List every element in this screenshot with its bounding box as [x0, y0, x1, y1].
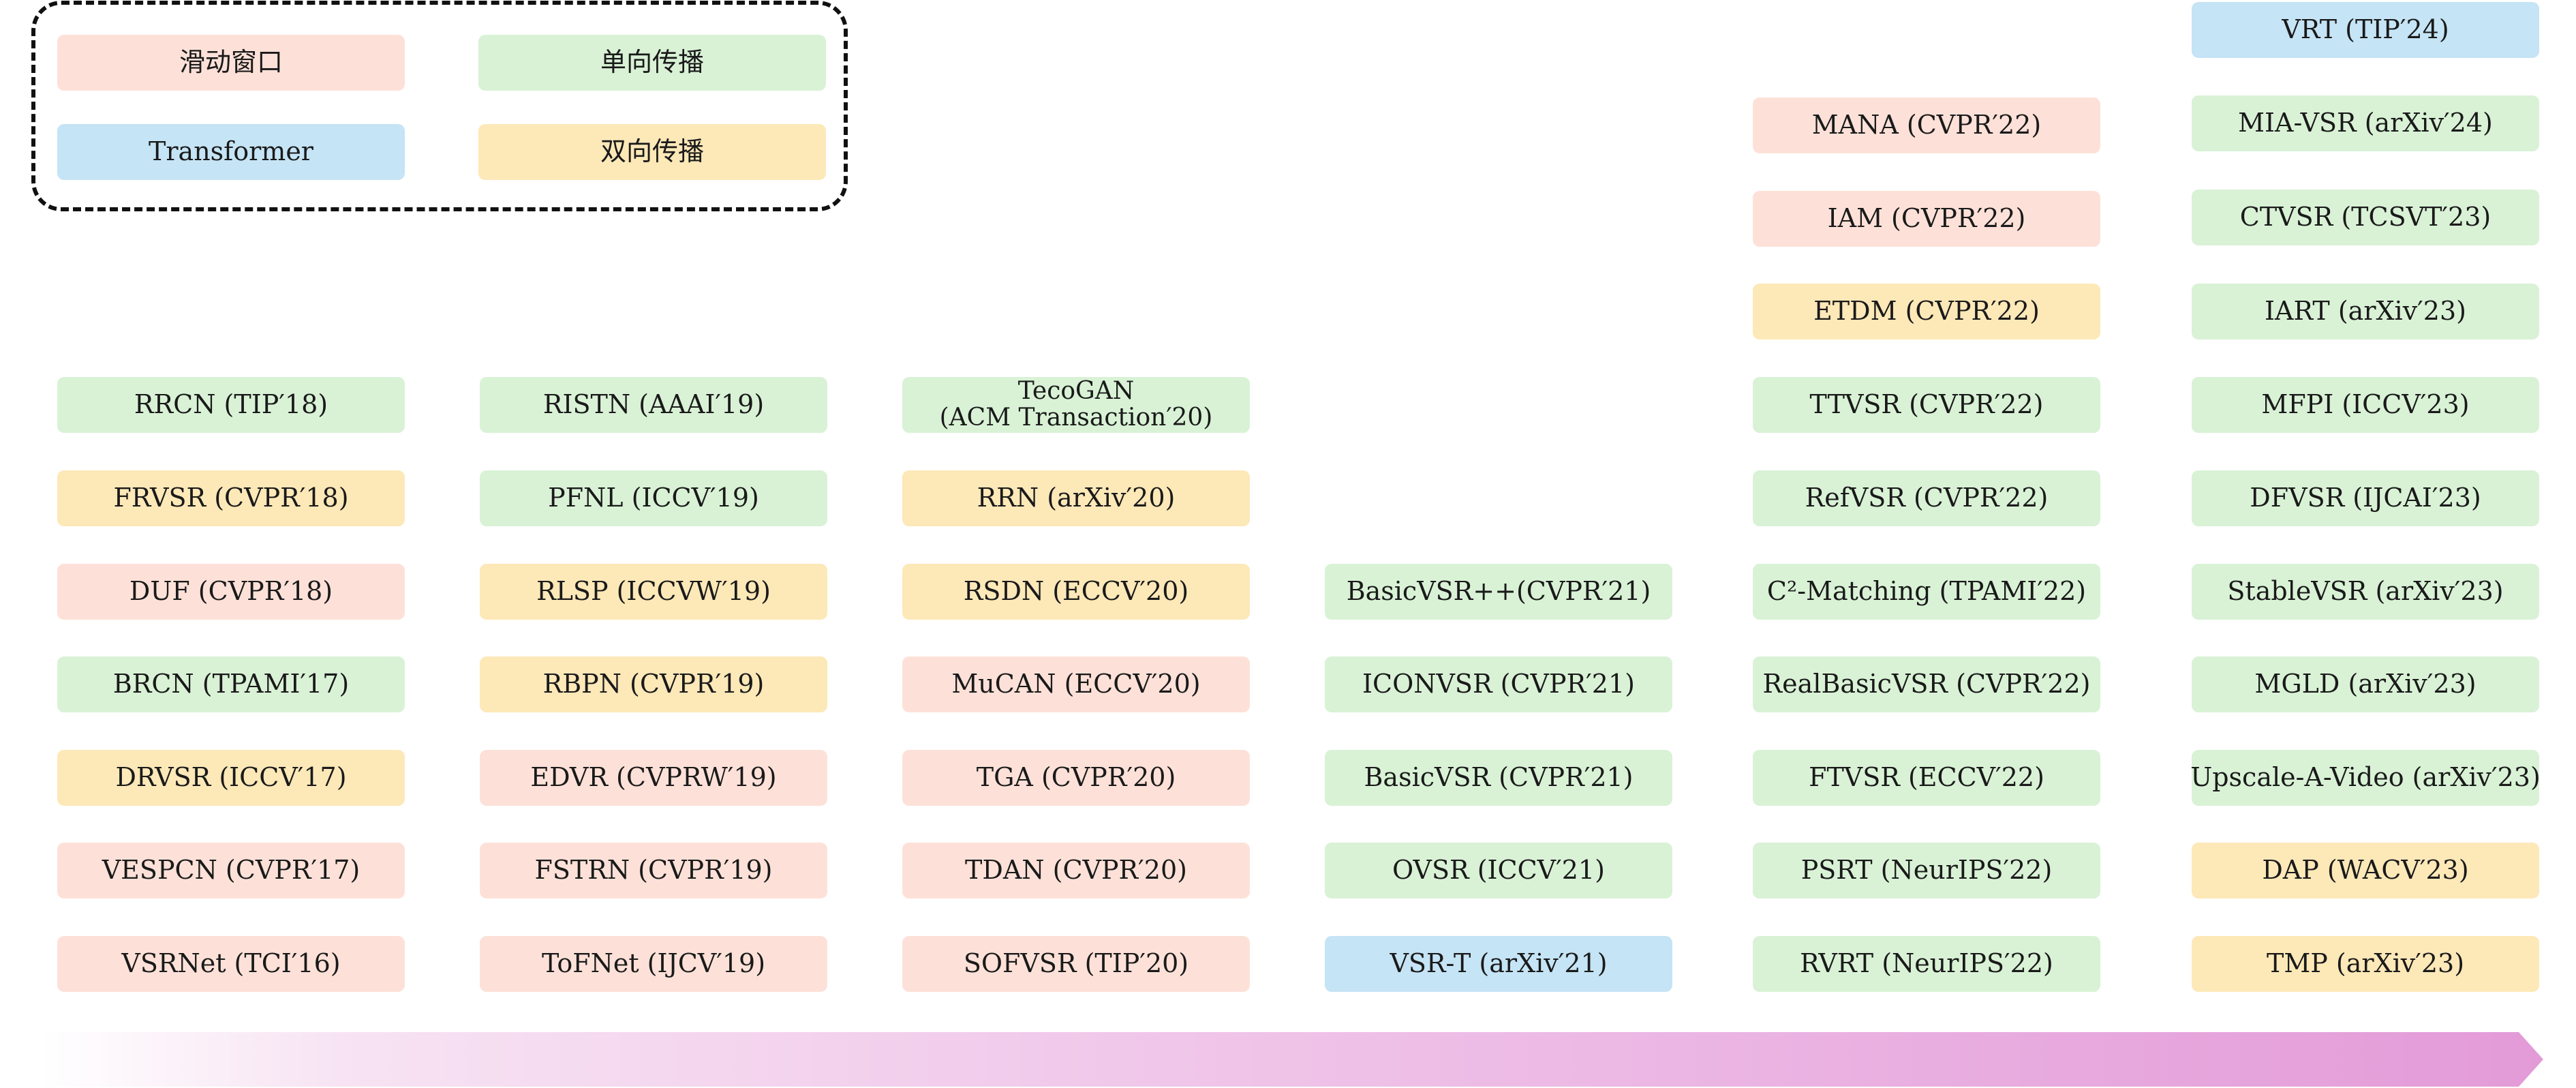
method-box: RRN (arXiv′20) [902, 470, 1250, 526]
method-box: FRVSR (CVPR′18) [57, 470, 405, 526]
method-box: RealBasicVSR (CVPR′22) [1753, 656, 2100, 712]
method-box: TTVSR (CVPR′22) [1753, 377, 2100, 433]
method-box: ICONVSR (CVPR′21) [1325, 656, 1672, 712]
legend-transformer: Transformer [57, 124, 405, 180]
method-box: MuCAN (ECCV′20) [902, 656, 1250, 712]
timeline-arrow [41, 1031, 2543, 1088]
method-box: OVSR (ICCV′21) [1325, 843, 1672, 898]
method-box: RBPN (CVPR′19) [480, 656, 827, 712]
legend-sliding-window: 滑动窗口 [57, 35, 405, 91]
method-box: TecoGAN (ACM Transaction′20) [902, 377, 1250, 433]
method-box: ToFNet (IJCV′19) [480, 936, 827, 992]
method-box: TMP (arXiv′23) [2192, 936, 2539, 992]
method-box: FTVSR (ECCV′22) [1753, 750, 2100, 806]
method-box: BRCN (TPAMI′17) [57, 656, 405, 712]
method-box: IART (arXiv′23) [2192, 284, 2539, 339]
method-box: TDAN (CVPR′20) [902, 843, 1250, 898]
method-box: RefVSR (CVPR′22) [1753, 470, 2100, 526]
method-box: MFPI (ICCV′23) [2192, 377, 2539, 433]
method-box: CTVSR (TCSVT′23) [2192, 190, 2539, 245]
method-box: DRVSR (ICCV′17) [57, 750, 405, 806]
method-box: MANA (CVPR′22) [1753, 97, 2100, 153]
legend: 滑动窗口 单向传播 Transformer 双向传播 [31, 1, 848, 211]
method-box: DFVSR (IJCAI′23) [2192, 470, 2539, 526]
method-box: IAM (CVPR′22) [1753, 191, 2100, 247]
method-box: RSDN (ECCV′20) [902, 564, 1250, 620]
legend-bidirectional: 双向传播 [478, 124, 826, 180]
method-box: DAP (WACV′23) [2192, 843, 2539, 898]
method-box: PFNL (ICCV′19) [480, 470, 827, 526]
method-box: RRCN (TIP′18) [57, 377, 405, 433]
method-label: TecoGAN [1017, 377, 1135, 406]
method-box: C²-Matching (TPAMI′22) [1753, 564, 2100, 620]
method-box: VSR-T (arXiv′21) [1325, 936, 1672, 992]
method-box: MGLD (arXiv′23) [2192, 656, 2539, 712]
method-box: VESPCN (CVPR′17) [57, 843, 405, 898]
method-box: PSRT (NeurIPS′22) [1753, 843, 2100, 898]
method-box: BasicVSR (CVPR′21) [1325, 750, 1672, 806]
method-box: RLSP (ICCVW′19) [480, 564, 827, 620]
method-box: VRT (TIP′24) [2192, 2, 2539, 58]
method-box: BasicVSR++(CVPR′21) [1325, 564, 1672, 620]
method-box: VSRNet (TCI′16) [57, 936, 405, 992]
legend-unidirectional: 单向传播 [478, 35, 826, 91]
method-box: Upscale-A-Video (arXiv′23) [2190, 750, 2541, 806]
method-box: ETDM (CVPR′22) [1753, 284, 2100, 339]
timeline-arrow-shape [41, 1032, 2543, 1087]
method-box: FSTRN (CVPR′19) [480, 843, 827, 898]
method-box: DUF (CVPR′18) [57, 564, 405, 620]
method-box: StableVSR (arXiv′23) [2192, 564, 2539, 620]
method-box: RVRT (NeurIPS′22) [1753, 936, 2100, 992]
method-box: TGA (CVPR′20) [902, 750, 1250, 806]
method-box: EDVR (CVPRW′19) [480, 750, 827, 806]
method-box: SOFVSR (TIP′20) [902, 936, 1250, 992]
method-box: MIA-VSR (arXiv′24) [2192, 95, 2539, 151]
method-venue: (ACM Transaction′20) [939, 404, 1213, 432]
method-box: RISTN (AAAI′19) [480, 377, 827, 433]
